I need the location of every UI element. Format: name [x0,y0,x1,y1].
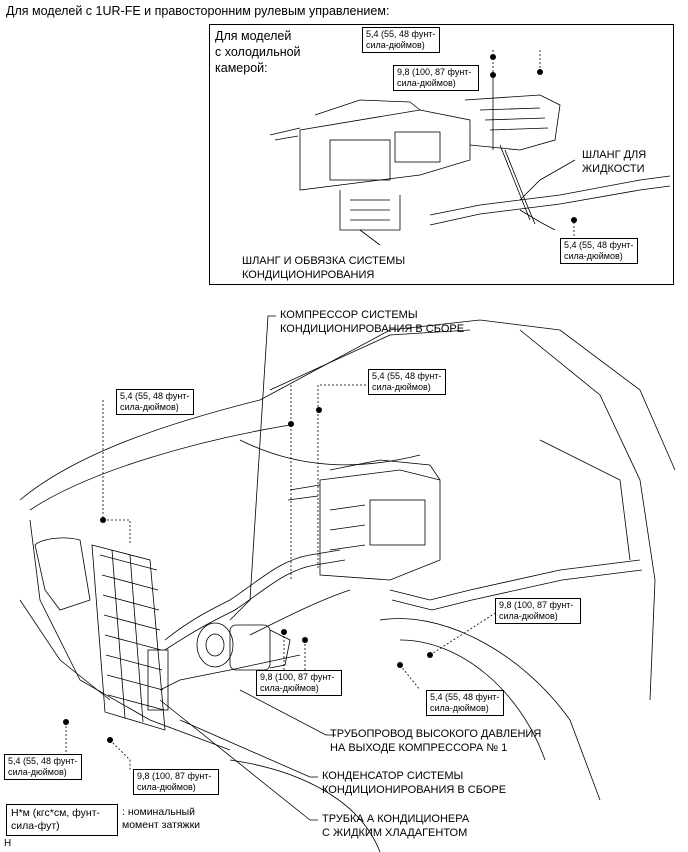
callout-line: КОНДЕНСАТОР СИСТЕМЫ [322,770,464,782]
torque-label: 9,8 (100, 87 фунт- сила-дюймов) [133,769,219,795]
torque-line: сила-дюймов) [499,611,558,621]
torque-label: 5,4 (55, 48 фунт- сила-дюймов) [368,369,446,395]
torque-label: 9,8 (100, 87 фунт- сила-дюймов) [393,65,479,91]
condenser-drawing [91,544,169,731]
callout-line: ТРУБКА А КОНДИЦИОНЕРА [322,813,470,825]
torque-line: 5,4 (55, 48 фунт- [366,29,436,39]
torque-line: сила-дюймов) [397,78,456,88]
page-heading: Для моделей с 1UR-FE и правосторонним ру… [6,4,390,18]
callout-line: КОНДИЦИОНИРОВАНИЯ В СБОРЕ [280,323,465,335]
torque-label: 9,8 (100, 87 фунт- сила-дюймов) [495,598,581,624]
inset-label-line: с холодильной [215,45,301,59]
callout-liquid-tube: ТРУБКА А КОНДИЦИОНЕРА С ЖИДКИМ ХЛАДАГЕНТ… [322,812,469,840]
legend-line: Н*м (кгс*см, фунт- [11,807,101,819]
legend-description: : номинальный момент затяжки [122,806,200,832]
torque-line: сила-дюймов) [260,683,319,693]
torque-label: 5,4 (55, 48 фунт- сила-дюймов) [362,27,440,53]
torque-line: сила-дюймов) [430,703,489,713]
inset-leaders [492,50,575,240]
torque-line: сила-дюймов) [372,382,431,392]
callout-leaders [159,315,336,821]
torque-label: 5,4 (55, 48 фунт- сила-дюймов) [560,238,638,264]
torque-line: 9,8 (100, 87 фунт- [397,67,472,77]
torque-line: 5,4 (55, 48 фунт- [430,692,500,702]
main-hvac-unit [287,459,441,581]
callout-line: НА ВЫХОДЕ КОМПРЕССОРА № 1 [330,742,508,754]
torque-line: сила-дюймов) [564,251,623,261]
vehicle-body [19,319,676,852]
callout-line: ШЛАНГ ДЛЯ [582,149,647,161]
legend-line: момент затяжки [122,819,201,831]
callout-condenser: КОНДЕНСАТОР СИСТЕМЫ КОНДИЦИОНИРОВАНИЯ В … [322,769,506,797]
callout-liquid-hose: ШЛАНГ ДЛЯ ЖИДКОСТИ [582,148,646,176]
torque-line: 5,4 (55, 48 фунт- [120,391,190,401]
torque-label: 5,4 (55, 48 фунт- сила-дюймов) [4,754,82,780]
callout-compressor: КОМПРЕССОР СИСТЕМЫ КОНДИЦИОНИРОВАНИЯ В С… [280,308,464,336]
liquid-hose-leader [519,159,576,201]
callout-hose-harness: ШЛАНГ И ОБВЯЗКА СИСТЕМЫ КОНДИЦИОНИРОВАНИ… [242,254,405,282]
inset-label: Для моделей с холодильной камерой: [215,28,335,76]
torque-line: сила-дюймов) [137,782,196,792]
torque-line: 5,4 (55, 48 фунт- [8,756,78,766]
callout-line: КОНДИЦИОНИРОВАНИЯ В СБОРЕ [322,784,507,796]
hose-harness-leader [359,229,381,246]
bolt-icons [63,54,577,743]
torque-line: 9,8 (100, 87 фунт- [137,771,212,781]
torque-line: 5,4 (55, 48 фунт- [564,240,634,250]
callout-line: ШЛАНГ И ОБВЯЗКА СИСТЕМЫ [242,255,406,267]
torque-label: 9,8 (100, 87 фунт- сила-дюймов) [256,670,342,696]
corner-mark: H [4,838,12,849]
callout-discharge-pipe: ТРУБОПРОВОД ВЫСОКОГО ДАВЛЕНИЯ НА ВЫХОДЕ … [330,727,541,755]
torque-line: сила-дюймов) [8,767,67,777]
torque-label: 5,4 (55, 48 фунт- сила-дюймов) [426,690,504,716]
inset-label-line: Для моделей [215,29,292,43]
callout-line: КОМПРЕССОР СИСТЕМЫ [280,309,418,321]
callout-line: ЖИДКОСТИ [582,163,645,175]
callout-line: ТРУБОПРОВОД ВЫСОКОГО ДАВЛЕНИЯ [330,728,542,740]
legend-unit-box: Н*м (кгс*см, фунт- сила-фут) [6,804,118,836]
callout-line: С ЖИДКИМ ХЛАДАГЕНТОМ [322,827,468,839]
inset-frame [209,24,674,285]
refrigerant-pipes [159,549,643,691]
legend-line: сила-фут) [11,820,60,832]
legend-line: : номинальный [122,806,196,818]
inset-hvac-unit [269,94,671,231]
torque-line: сила-дюймов) [120,402,179,412]
callout-line: КОНДИЦИОНИРОВАНИЯ [242,269,375,281]
compressor-drawing [196,622,291,671]
inset-label-line: камерой: [215,61,268,75]
torque-line: сила-дюймов) [366,40,425,50]
torque-leaders [65,384,501,770]
torque-line: 5,4 (55, 48 фунт- [372,371,442,381]
torque-label: 5,4 (55, 48 фунт- сила-дюймов) [116,389,194,415]
torque-line: 9,8 (100, 87 фунт- [499,600,574,610]
torque-line: 9,8 (100, 87 фунт- [260,672,335,682]
